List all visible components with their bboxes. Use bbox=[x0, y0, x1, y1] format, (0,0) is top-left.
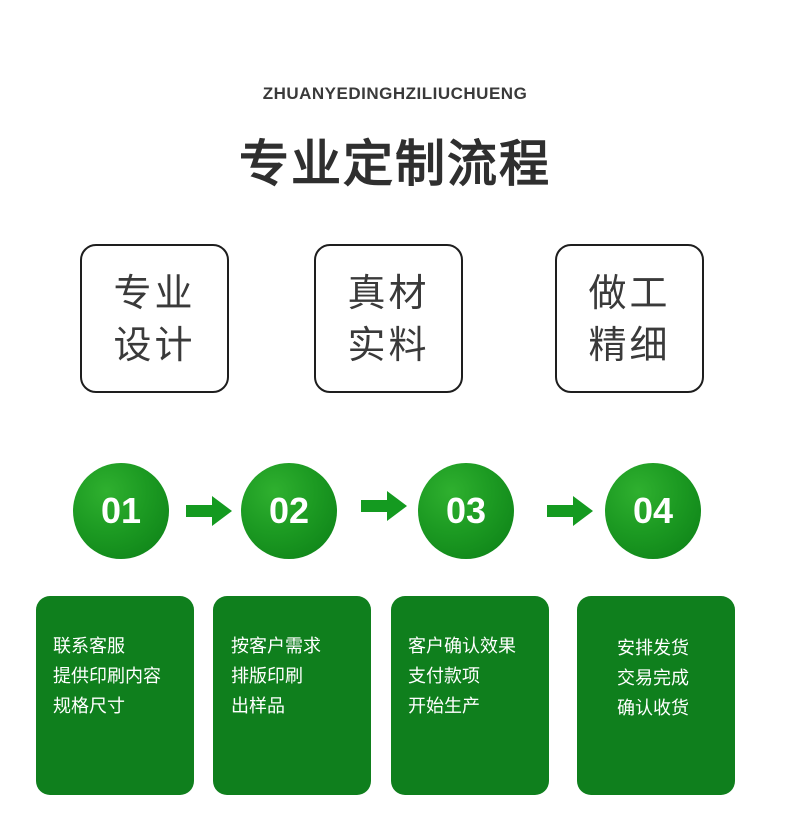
step-text: 联系客服 bbox=[53, 636, 125, 657]
arrow-right-icon bbox=[547, 496, 593, 526]
arrow-right-icon bbox=[361, 491, 407, 521]
step-card-contact: 联系客服 提供印刷内容 规格尺寸 bbox=[36, 596, 194, 795]
feature-line: 实料 bbox=[347, 322, 430, 367]
step-text: 提供印刷内容 bbox=[53, 666, 161, 687]
step-card-delivery: 安排发货 交易完成 确认收货 bbox=[577, 596, 735, 795]
step-number-badge: 02 bbox=[241, 463, 337, 559]
step-number-badge: 03 bbox=[418, 463, 514, 559]
feature-box-craft: 做工 精细 bbox=[555, 244, 704, 393]
step-text: 规格尺寸 bbox=[53, 696, 125, 717]
arrow-right-icon bbox=[186, 496, 232, 526]
page-title: 专业定制流程 bbox=[239, 135, 551, 193]
step-text: 支付款项 bbox=[408, 666, 480, 687]
step-text: 出样品 bbox=[231, 696, 285, 717]
step-text: 开始生产 bbox=[408, 696, 480, 717]
step-card-confirm: 客户确认效果 支付款项 开始生产 bbox=[391, 596, 549, 795]
step-text: 客户确认效果 bbox=[408, 636, 516, 657]
feature-line: 设计 bbox=[113, 322, 196, 367]
feature-line: 专业 bbox=[113, 270, 196, 315]
step-card-layout: 按客户需求 排版印刷 出样品 bbox=[213, 596, 371, 795]
step-number-badge: 01 bbox=[73, 463, 169, 559]
feature-box-material: 真材 实料 bbox=[314, 244, 463, 393]
feature-box-design: 专业 设计 bbox=[80, 244, 229, 393]
step-text: 排版印刷 bbox=[231, 666, 303, 687]
subtitle-pinyin: ZHUANYEDINGHZILIUCHUENG bbox=[262, 84, 528, 103]
step-number-badge: 04 bbox=[605, 463, 701, 559]
step-text: 安排发货 bbox=[617, 638, 689, 659]
feature-line: 精细 bbox=[588, 322, 671, 367]
step-text: 确认收货 bbox=[617, 698, 689, 719]
step-text: 交易完成 bbox=[617, 668, 689, 689]
step-text: 按客户需求 bbox=[231, 636, 321, 657]
feature-line: 真材 bbox=[347, 270, 430, 315]
feature-line: 做工 bbox=[588, 270, 671, 315]
